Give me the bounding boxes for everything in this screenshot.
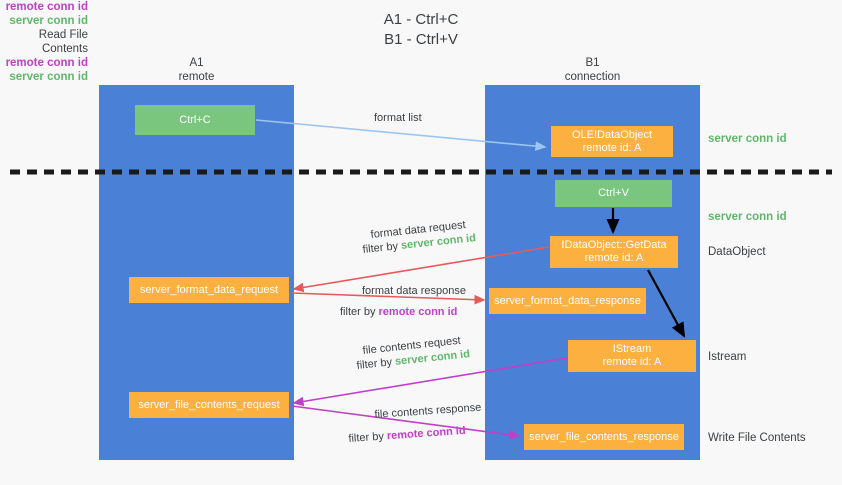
label-remote-conn-id-2: remote conn id bbox=[5, 57, 88, 69]
filter-value-remote-conn-id: remote conn id bbox=[386, 424, 466, 443]
label-server-conn-id-top: server conn id bbox=[708, 133, 787, 145]
column-header-a1: A1 remote bbox=[178, 57, 215, 83]
label-istream: Istream bbox=[708, 351, 747, 363]
label-file-contents-response-filter: filter by remote conn id bbox=[348, 424, 466, 447]
box-server-format-data-response[interactable]: server_format_data_response bbox=[489, 288, 646, 314]
label-file-contents-response: file contents response bbox=[374, 401, 482, 421]
box-istream[interactable]: IStream remote id: A bbox=[568, 340, 696, 372]
box-idataobject-getdata[interactable]: IDataObject::GetData remote id: A bbox=[550, 236, 678, 268]
column-header-b1: B1 connection bbox=[564, 57, 621, 83]
filter-value-remote-conn-id: remote conn id bbox=[378, 306, 458, 318]
box-ctrl-c[interactable]: Ctrl+C bbox=[135, 105, 255, 135]
label-server-conn-id-mid: server conn id bbox=[708, 211, 787, 223]
box-server-file-contents-response[interactable]: server_file_contents_response bbox=[524, 424, 684, 450]
label-dataobject: DataObject bbox=[708, 246, 766, 258]
box-server-format-data-request[interactable]: server_format_data_request bbox=[129, 277, 289, 303]
label-conn-ids-lower: remote conn id server conn id bbox=[0, 56, 88, 84]
filter-prefix: filter by bbox=[356, 355, 396, 372]
box-ole-idataobject[interactable]: OLEIDataObject remote id: A bbox=[551, 126, 673, 157]
label-server-conn-id-1: server conn id bbox=[9, 15, 88, 27]
label-server-conn-id-2: server conn id bbox=[9, 71, 88, 83]
label-conn-ids-upper: remote conn id server conn id bbox=[0, 0, 88, 28]
label-read-file-contents: Read File Contents bbox=[38, 29, 88, 55]
box-ctrl-v[interactable]: Ctrl+V bbox=[555, 180, 672, 207]
filter-prefix: filter by bbox=[348, 430, 388, 445]
filter-prefix: filter by bbox=[340, 306, 379, 318]
filter-prefix: filter by bbox=[362, 239, 402, 256]
label-write-file-contents: Write File Contents bbox=[708, 432, 806, 444]
label-format-data-response-filter: filter by remote conn id bbox=[340, 305, 457, 320]
page-title: A1 - Ctrl+C B1 - Ctrl+V bbox=[383, 11, 459, 48]
label-remote-conn-id-1: remote conn id bbox=[5, 1, 88, 13]
label-format-data-response: format data response bbox=[362, 285, 466, 297]
box-server-file-contents-request[interactable]: server_file_contents_request bbox=[129, 392, 289, 418]
label-format-list: format list bbox=[374, 112, 422, 124]
